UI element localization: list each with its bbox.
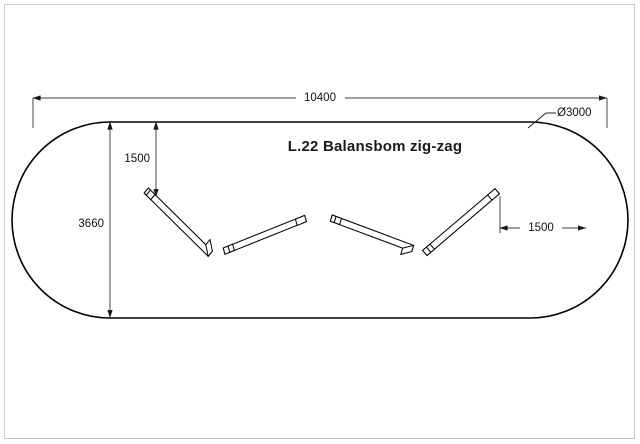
balance-beam-1	[143, 187, 214, 258]
beam-1-body	[143, 187, 214, 258]
balance-beam-2	[222, 214, 308, 255]
balance-beam-3	[329, 214, 415, 256]
field-outline-group	[11, 121, 629, 319]
beam-2-body	[222, 214, 308, 255]
beam-1-cap-end	[205, 238, 213, 258]
field-outline-path	[11, 121, 629, 319]
beam-1-cap-divider	[145, 190, 151, 196]
beam-2-cap-end	[294, 214, 308, 227]
beam-3-cap-end	[400, 244, 415, 256]
dimension-overall-width: 3660	[78, 121, 113, 319]
callout-label-diameter: Ø3000	[557, 107, 592, 119]
beam-1-cap-start	[143, 187, 156, 201]
beam-4-body	[421, 187, 501, 257]
leader-line-diameter-slant	[527, 112, 547, 129]
beam-4-cap-end	[486, 187, 501, 201]
dimension-label-length: 10400	[304, 92, 336, 104]
callout-corner-radius: Ø3000	[527, 107, 592, 129]
dimension-label-offset-right: 1500	[528, 222, 554, 234]
dimension-label-offset-left: 1500	[124, 153, 150, 165]
dimension-overall-length: 10400	[32, 92, 608, 128]
beam-3-cap-divider	[333, 216, 337, 223]
drawing-title: L.22 Balansbom zig-zag	[288, 138, 462, 155]
beam-3-cap-start	[329, 214, 343, 226]
balance-beam-4	[421, 187, 501, 257]
dimension-offset-left: 1500	[124, 121, 159, 198]
dimension-offset-right: 1500	[499, 196, 587, 234]
beam-4-cap-divider	[426, 246, 432, 253]
dimension-label-width: 3660	[78, 218, 104, 230]
beam-2-cap-divider	[227, 245, 231, 253]
beam-3-body	[329, 214, 415, 253]
